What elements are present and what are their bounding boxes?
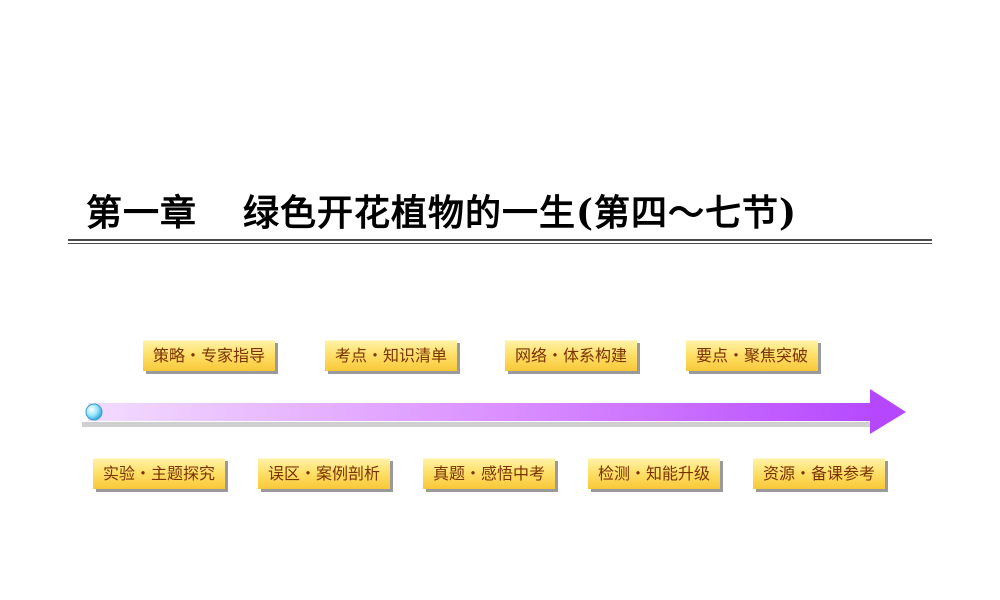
page-title: 第一章 绿色开花植物的一生(第四～七节)	[86, 188, 797, 238]
title-underline-thin	[68, 243, 932, 244]
nav-button-knowledge-list[interactable]: 考点・知识清单	[325, 340, 457, 371]
nav-button-resources[interactable]: 资源・备课参考	[753, 458, 885, 489]
chapter-title: 绿色开花植物的一生(第四～七节)	[243, 192, 798, 234]
nav-button-misconceptions[interactable]: 误区・案例剖析	[258, 458, 390, 489]
nav-button-strategy[interactable]: 策略・专家指导	[143, 340, 275, 371]
nav-button-self-test[interactable]: 检测・知能升级	[588, 458, 720, 489]
chapter-label: 第一章	[86, 192, 198, 234]
nav-button-system-network[interactable]: 网络・体系构建	[505, 340, 637, 371]
nav-button-experiment[interactable]: 实验・主题探究	[93, 458, 225, 489]
timeline-arrow	[82, 389, 906, 434]
nav-button-key-points[interactable]: 要点・聚焦突破	[686, 340, 818, 371]
nav-button-exam-questions[interactable]: 真题・感悟中考	[423, 458, 555, 489]
title-underline	[68, 239, 932, 241]
